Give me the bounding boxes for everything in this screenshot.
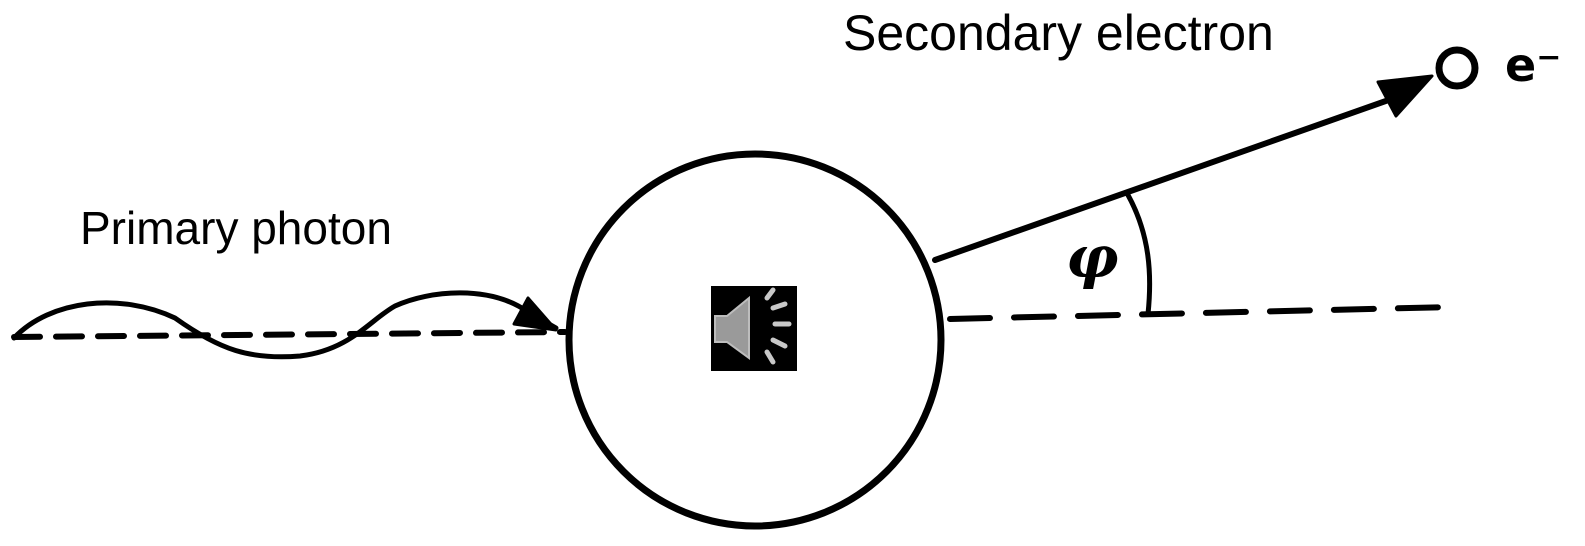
electron-symbol-label: e− — [1505, 42, 1561, 88]
audio-button[interactable] — [711, 286, 797, 371]
secondary-electron-arrowhead — [1376, 74, 1434, 118]
atom-circle — [565, 150, 945, 530]
electron-charge: − — [1536, 40, 1562, 75]
secondary-electron-trajectory — [932, 93, 1403, 263]
primary-photon-label: Primary photon — [80, 202, 392, 254]
electron-circle — [1435, 46, 1479, 90]
outgoing-axis-line — [947, 304, 1455, 322]
electron-symbol: e — [1505, 38, 1537, 92]
incident-axis-line — [11, 329, 568, 340]
primary-photon-wave — [11, 290, 559, 360]
angle-arc — [1125, 192, 1153, 317]
speaker-icon — [714, 287, 792, 365]
scattering-angle-label: φ — [1066, 223, 1119, 291]
secondary-electron-label: Secondary electron — [843, 5, 1274, 61]
primary-photon-arrowhead — [512, 296, 558, 332]
